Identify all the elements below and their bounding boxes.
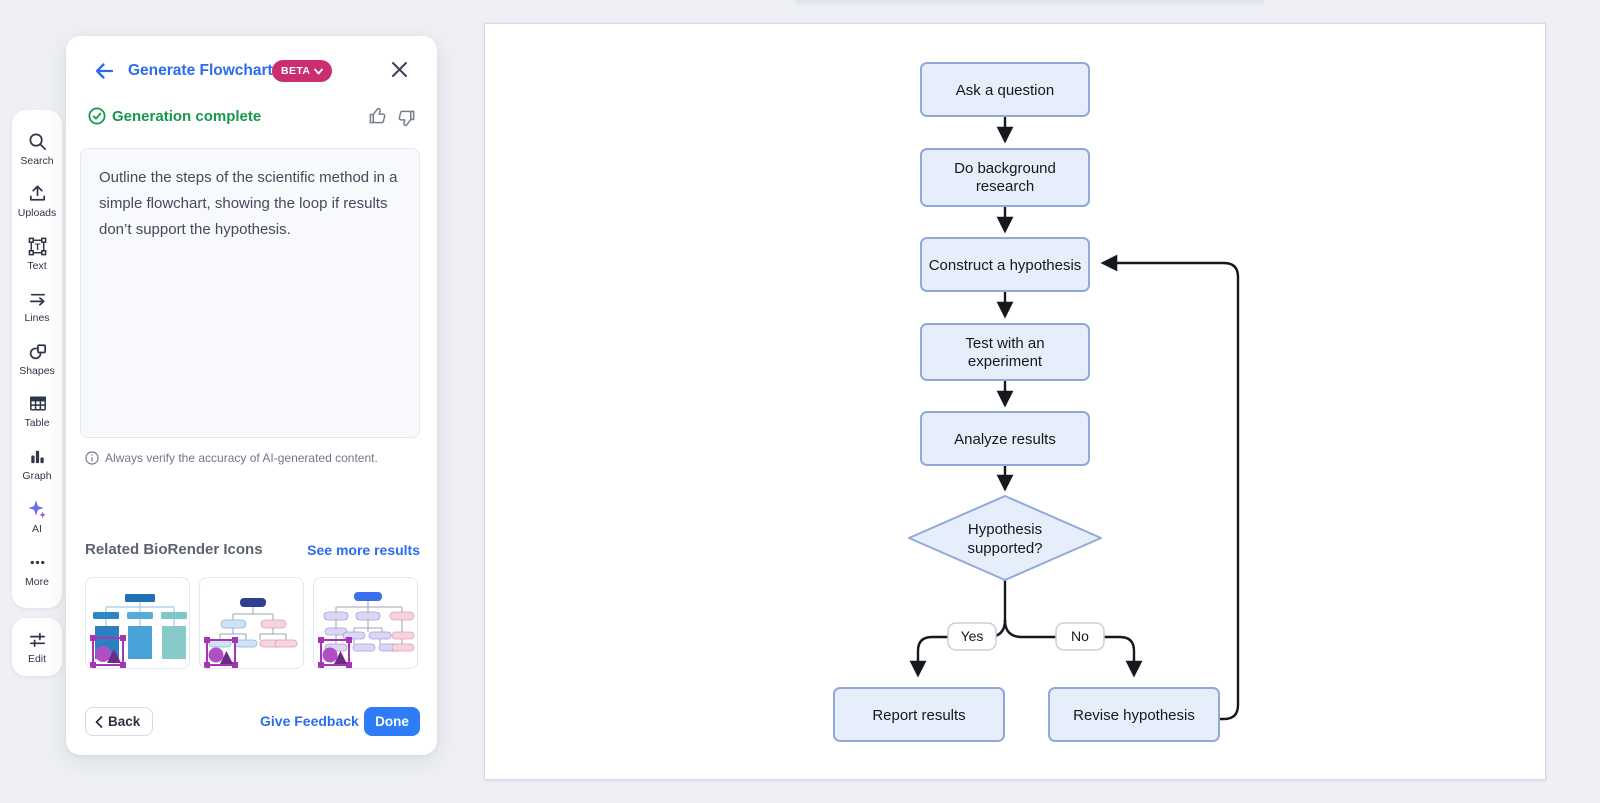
node-do-background-research[interactable]: Do background research bbox=[920, 148, 1090, 207]
branch-label-no[interactable]: No bbox=[1055, 622, 1105, 651]
navy-pink-tree-flowchart-image bbox=[204, 598, 298, 668]
sidebar-item-ai[interactable]: AI bbox=[12, 498, 62, 535]
svg-text:Hypothesis: Hypothesis bbox=[968, 521, 1042, 538]
node-construct-a-hypothesis[interactable]: Construct a hypothesis bbox=[920, 237, 1090, 292]
generation-status: Generation complete bbox=[112, 108, 262, 125]
sidebar-label: More bbox=[25, 575, 49, 588]
ai-sparkle-icon bbox=[28, 500, 46, 519]
svg-text:supported?: supported? bbox=[967, 540, 1042, 557]
svg-text:T: T bbox=[34, 241, 40, 252]
sidebar-item-graph[interactable]: Graph bbox=[12, 446, 62, 482]
sidebar-item-table[interactable]: Table bbox=[12, 393, 62, 429]
sidebar-label: Text bbox=[27, 259, 47, 272]
svg-text:No: No bbox=[1071, 628, 1089, 644]
graph-icon bbox=[30, 450, 44, 463]
sidebar-item-text[interactable]: T Text bbox=[12, 236, 62, 272]
sidebar-label: Table bbox=[24, 417, 50, 429]
svg-text:research: research bbox=[976, 178, 1034, 195]
toolbar-sidebar: Search Uploads T Text Lines Shapes bbox=[12, 110, 62, 608]
see-more-results-link[interactable]: See more results bbox=[307, 542, 420, 558]
search-icon bbox=[28, 132, 46, 150]
edge-no-branch[interactable] bbox=[1003, 619, 1143, 678]
beta-badge[interactable]: BETA bbox=[272, 60, 333, 82]
chevron-left-icon bbox=[95, 715, 103, 728]
edge-revise-loop[interactable] bbox=[1100, 254, 1240, 721]
give-feedback-link[interactable]: Give Feedback bbox=[260, 713, 359, 729]
sidebar-item-uploads[interactable]: Uploads bbox=[12, 183, 62, 219]
scientific-method-flowchart: Ask a question Do background research Co… bbox=[833, 62, 1240, 742]
svg-text:Analyze results: Analyze results bbox=[954, 431, 1056, 448]
sidebar-item-shapes[interactable]: Shapes bbox=[12, 341, 62, 377]
sidebar-item-more[interactable]: More bbox=[12, 552, 62, 588]
node-revise-hypothesis[interactable]: Revise hypothesis bbox=[1048, 687, 1220, 742]
svg-text:Construct a hypothesis: Construct a hypothesis bbox=[929, 257, 1082, 274]
svg-text:Ask a question: Ask a question bbox=[956, 82, 1054, 99]
node-analyze-results[interactable]: Analyze results bbox=[920, 411, 1090, 466]
check-circle-icon bbox=[88, 107, 106, 125]
node-ask-a-question[interactable]: Ask a question bbox=[920, 62, 1090, 117]
sidebar-label: Search bbox=[20, 154, 54, 167]
sidebar-label: Uploads bbox=[17, 207, 57, 219]
sidebar-label: Graph bbox=[22, 469, 52, 482]
purple-shapes-overlay bbox=[204, 637, 238, 668]
sidebar-item-edit[interactable]: Edit bbox=[12, 629, 62, 665]
svg-text:Report results: Report results bbox=[872, 707, 965, 724]
related-icon-thumbnail-1[interactable] bbox=[85, 577, 190, 669]
disclaimer-text: Always verify the accuracy of AI-generat… bbox=[105, 451, 378, 465]
node-hypothesis-supported-decision[interactable]: Hypothesis supported? bbox=[908, 495, 1102, 581]
table-icon bbox=[29, 396, 46, 411]
svg-text:Revise hypothesis: Revise hypothesis bbox=[1073, 707, 1195, 724]
svg-text:Test with an: Test with an bbox=[965, 335, 1044, 352]
lines-icon bbox=[29, 293, 45, 306]
sidebar-label: Lines bbox=[24, 312, 50, 324]
related-icon-thumbnail-3[interactable] bbox=[313, 577, 418, 669]
upload-icon bbox=[29, 185, 45, 201]
purple-shapes-overlay bbox=[318, 637, 352, 668]
sidebar-item-lines[interactable]: Lines bbox=[12, 288, 62, 324]
top-toolbar-shadow bbox=[795, 0, 1265, 7]
more-dots-icon bbox=[30, 560, 44, 564]
sidebar-item-search[interactable]: Search bbox=[12, 131, 62, 167]
ai-disclaimer: Always verify the accuracy of AI-generat… bbox=[85, 451, 378, 465]
svg-text:Do background: Do background bbox=[954, 160, 1056, 177]
related-icons-row bbox=[85, 577, 418, 669]
branch-label-yes[interactable]: Yes bbox=[947, 622, 997, 651]
node-test-with-an-experiment[interactable]: Test with an experiment bbox=[920, 323, 1090, 381]
shapes-icon bbox=[29, 343, 46, 359]
generate-flowchart-panel: Generate Flowchart BETA Generation compl… bbox=[66, 36, 437, 755]
edge-yes-branch[interactable] bbox=[909, 619, 1007, 678]
thumbs-down-icon[interactable] bbox=[397, 109, 416, 128]
sliders-icon bbox=[29, 632, 45, 648]
panel-title[interactable]: Generate Flowchart bbox=[128, 62, 273, 79]
prompt-input[interactable]: Outline the steps of the scientific meth… bbox=[80, 148, 420, 438]
svg-text:Yes: Yes bbox=[961, 628, 984, 644]
edit-sidebar-card: Edit bbox=[12, 618, 62, 676]
purple-shapes-overlay bbox=[90, 635, 126, 668]
back-arrow-icon[interactable] bbox=[93, 61, 115, 81]
sidebar-label: Shapes bbox=[19, 364, 55, 377]
info-icon bbox=[85, 451, 99, 465]
chevron-down-icon bbox=[314, 68, 324, 74]
node-report-results[interactable]: Report results bbox=[833, 687, 1005, 742]
related-icon-thumbnail-2[interactable] bbox=[199, 577, 304, 669]
svg-text:experiment: experiment bbox=[968, 353, 1043, 370]
blue-tree-flowchart-image bbox=[90, 594, 187, 668]
close-icon[interactable] bbox=[391, 61, 408, 78]
sidebar-label: AI bbox=[32, 523, 42, 535]
sidebar-label: Edit bbox=[27, 653, 47, 665]
done-button[interactable]: Done bbox=[364, 707, 420, 736]
back-button[interactable]: Back bbox=[85, 707, 154, 736]
thumbs-up-icon[interactable] bbox=[368, 106, 387, 125]
related-icons-title: Related BioRender Icons bbox=[85, 541, 263, 558]
text-icon: T bbox=[28, 237, 46, 255]
canvas-page[interactable]: Ask a question Do background research Co… bbox=[484, 23, 1546, 780]
purple-pink-tree-flowchart-image bbox=[318, 592, 415, 668]
